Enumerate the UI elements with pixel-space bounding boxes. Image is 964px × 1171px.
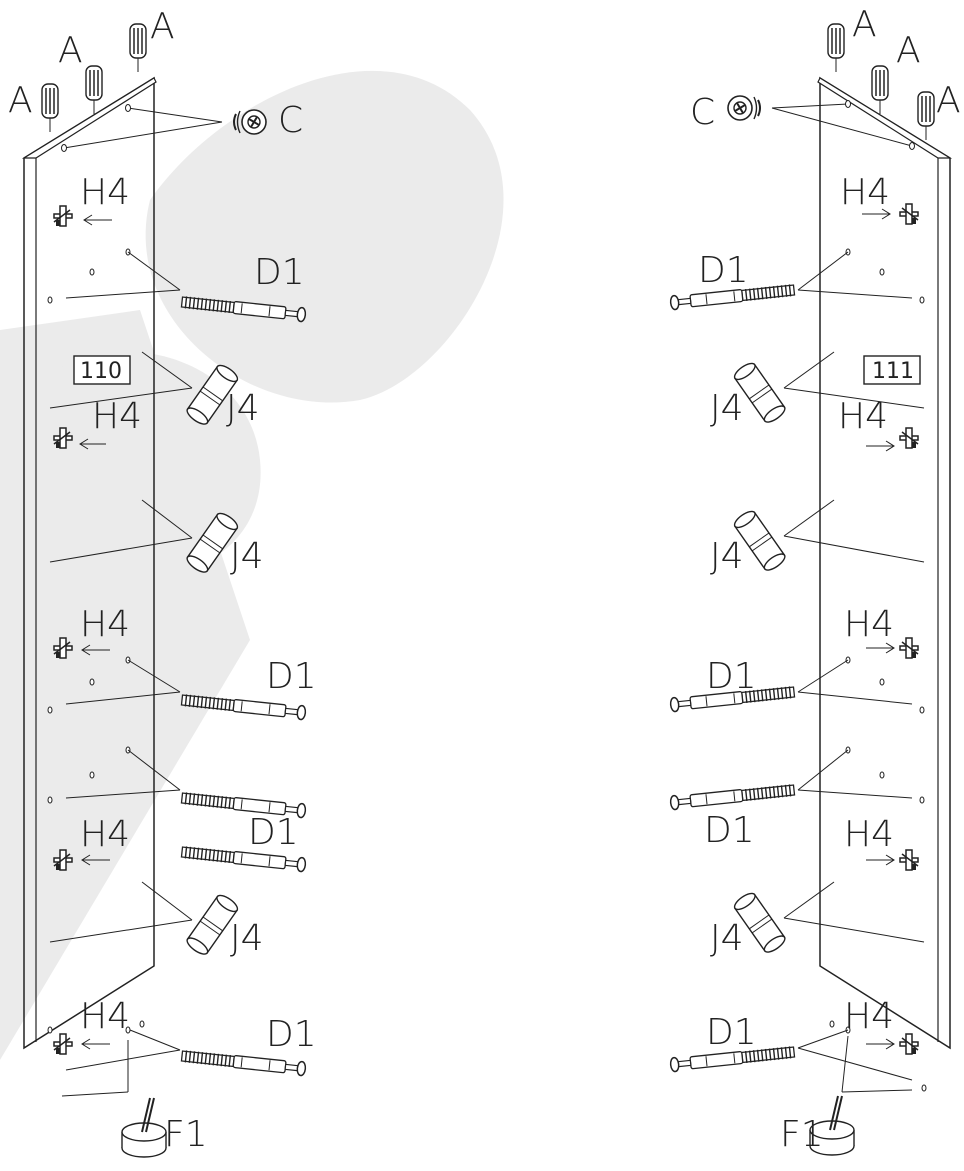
label-a: A xyxy=(896,30,921,71)
part-number-box xyxy=(863,355,921,385)
adjustable-foot-f1 xyxy=(121,1097,167,1158)
dowel-a-peg-1 xyxy=(41,83,59,133)
panel-holes xyxy=(829,100,927,1092)
right-side-panel: A A A C H4 H4 H4 H4 H4 D1 xyxy=(669,4,961,1156)
dowel-a-peg-2 xyxy=(871,65,889,115)
label-a: A xyxy=(936,80,961,121)
dowel-a-peg-3 xyxy=(129,23,147,73)
label-h4: H4 xyxy=(80,996,130,1037)
shelf-support-h4 xyxy=(899,427,919,449)
label-h4: H4 xyxy=(844,604,894,645)
label-d1: D1 xyxy=(254,252,305,293)
label-h4: H4 xyxy=(838,396,888,437)
label-c: C xyxy=(690,92,715,133)
dowel-a-peg-2 xyxy=(85,65,103,115)
cam-lock-c xyxy=(727,95,761,121)
label-j4: J4 xyxy=(230,536,264,577)
label-h4: H4 xyxy=(844,996,894,1037)
dowel-a-peg-1 xyxy=(827,23,845,73)
shelf-support-h4 xyxy=(53,205,73,227)
left-side-panel: A A A C H4 H4 H4 H4 H4 xyxy=(8,6,317,1158)
label-h4: H4 xyxy=(92,396,142,437)
cam-bolt-d1 xyxy=(669,782,796,811)
label-j4: J4 xyxy=(226,388,260,429)
shelf-support-h4 xyxy=(899,849,919,871)
label-f1: F1 xyxy=(780,1114,824,1155)
label-d1: D1 xyxy=(248,812,299,853)
label-d1: D1 xyxy=(706,656,757,697)
label-a: A xyxy=(58,30,83,71)
dowel-a-peg-3 xyxy=(917,91,935,141)
shelf-support-h4 xyxy=(899,637,919,659)
label-d1: D1 xyxy=(698,250,749,291)
label-c: C xyxy=(278,100,303,141)
label-h4: H4 xyxy=(80,604,130,645)
part-number-111: 111 xyxy=(872,359,914,384)
watermark xyxy=(0,70,504,1060)
label-f1: F1 xyxy=(164,1114,208,1155)
shelf-support-h4 xyxy=(53,1033,73,1055)
label-d1: D1 xyxy=(266,656,317,697)
part-number-box xyxy=(73,355,131,385)
label-j4: J4 xyxy=(710,388,744,429)
label-d1: D1 xyxy=(266,1014,317,1055)
label-a: A xyxy=(150,6,175,47)
shelf-support-h4 xyxy=(899,203,919,225)
shelf-support-h4 xyxy=(899,1033,919,1055)
part-number-110: 110 xyxy=(80,359,122,384)
label-h4: H4 xyxy=(840,172,890,213)
label-a: A xyxy=(852,4,877,45)
label-j4: J4 xyxy=(710,536,744,577)
label-d1: D1 xyxy=(706,1012,757,1053)
label-j4: J4 xyxy=(230,918,264,959)
label-a: A xyxy=(8,80,33,121)
label-h4: H4 xyxy=(80,814,130,855)
label-d1: D1 xyxy=(704,810,755,851)
label-j4: J4 xyxy=(710,918,744,959)
label-h4: H4 xyxy=(844,814,894,855)
label-h4: H4 xyxy=(80,172,130,213)
